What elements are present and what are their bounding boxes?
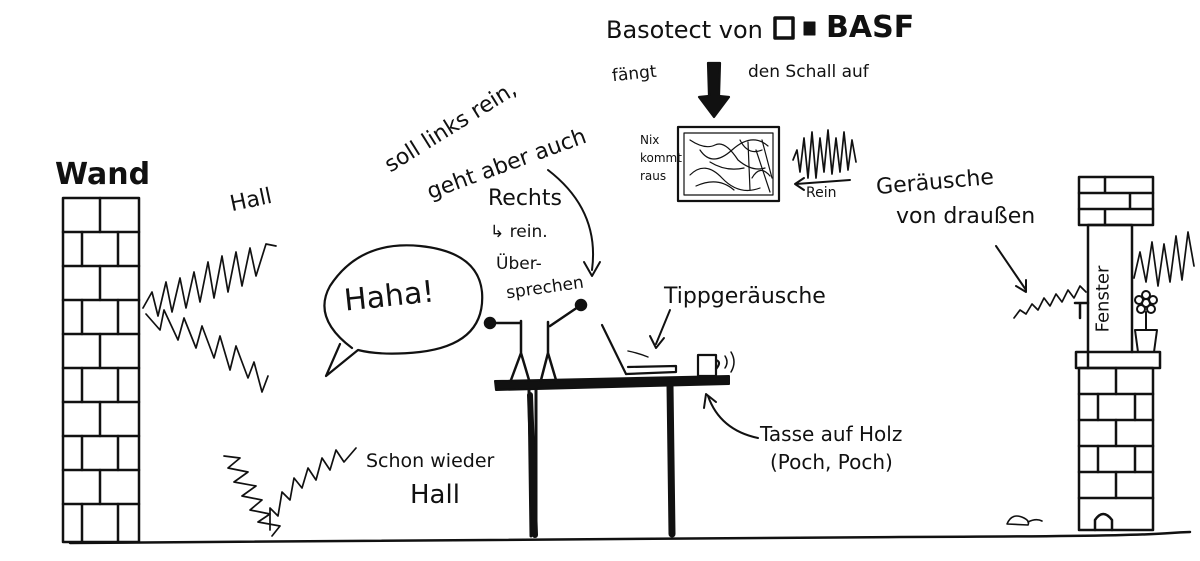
arrow-sound-in — [794, 177, 851, 191]
typing-arrow — [649, 309, 671, 349]
mouse-icon — [1006, 515, 1043, 526]
sound-wave-panel — [792, 129, 857, 179]
wall-label: Wand — [55, 157, 151, 192]
basf-logo-squares — [773, 16, 816, 40]
nothing-out-2: kommt — [640, 151, 682, 165]
reverb-again-1: Schon wieder — [366, 450, 495, 472]
outside-noise-2: von draußen — [896, 204, 1036, 229]
floor-line — [68, 530, 1192, 545]
reverb-wave-floor-1 — [223, 455, 281, 537]
flower-icon — [1134, 290, 1158, 353]
window-noise-wave — [1133, 231, 1195, 287]
absorbs-left: fängt — [611, 61, 658, 87]
crosstalk-arrow — [547, 169, 594, 271]
cup-arrow — [703, 393, 759, 439]
reverb-wave-left-1 — [142, 243, 277, 317]
window-label: Fenster — [1092, 265, 1114, 333]
sound-in-label: Rein — [806, 185, 837, 201]
microphone-icon — [483, 298, 588, 382]
cup-line2: (Poch, Poch) — [770, 450, 893, 474]
crosstalk-in: ↳ rein. — [490, 222, 548, 242]
laptop-icon — [600, 323, 678, 376]
nothing-out-3: raus — [640, 169, 667, 183]
reverb-wave-left-2 — [145, 309, 269, 393]
arrow-icon — [697, 61, 731, 119]
cup-line1: Tasse auf Holz — [760, 422, 903, 446]
desk — [494, 375, 730, 538]
basotect-panel — [676, 125, 781, 203]
speech-bubble — [323, 244, 484, 378]
nothing-out-1: Nix — [640, 133, 660, 147]
reverb-again-2: Hall — [410, 480, 460, 510]
basf-logo-text: BASF — [826, 10, 915, 45]
mouse-hole — [1093, 512, 1114, 532]
outside-noise-arrow — [995, 245, 1027, 293]
coffee-cup-icon — [696, 351, 735, 378]
outside-noise-wave — [1013, 285, 1087, 319]
crosstalk-right: Rechts — [488, 186, 562, 211]
window-frame — [1073, 223, 1162, 370]
basotect-title: Basotect von — [606, 16, 763, 44]
brick-wall-left — [61, 196, 141, 544]
crosstalk-term1: Über- — [496, 254, 542, 274]
reverb-wave-floor-2 — [269, 447, 357, 531]
absorbs-right: den Schall auf — [748, 62, 869, 82]
typing-noise-label: Tippgeräusche — [664, 284, 826, 309]
brick-wall-right — [1077, 175, 1155, 532]
crosstalk-arrowhead — [583, 261, 601, 277]
